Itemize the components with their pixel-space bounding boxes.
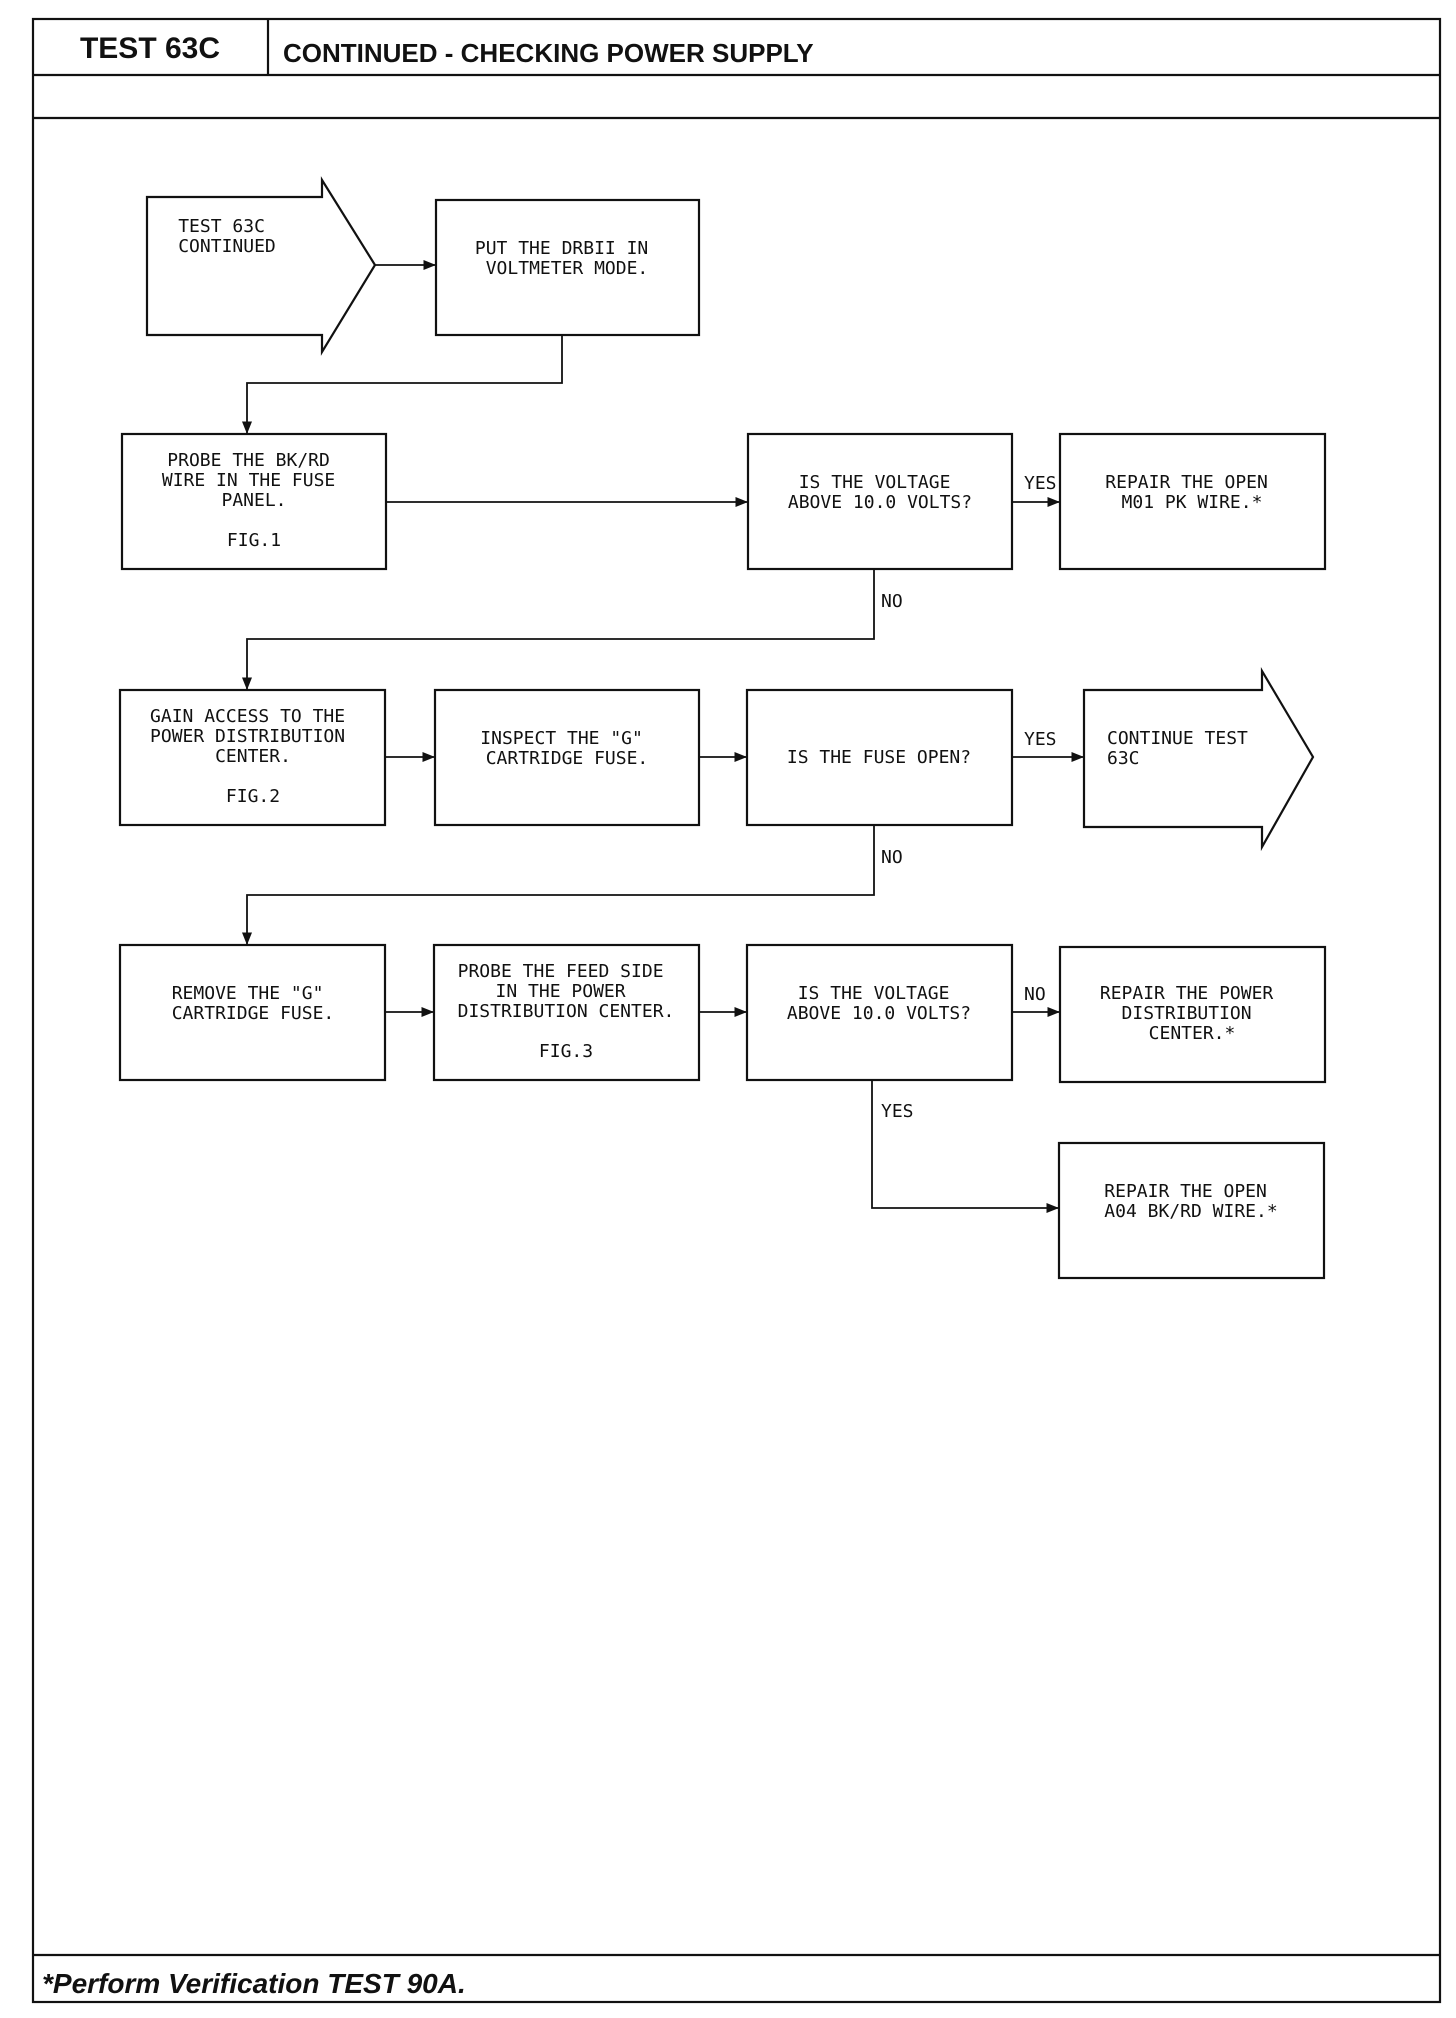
remove-g-box — [118, 943, 387, 1082]
label-q3-no: NO — [1024, 984, 1046, 1005]
node-repair-m01-text: REPAIR THE OPEN M01 PK WIRE.* — [1105, 472, 1278, 513]
start-arrow-shape — [145, 176, 377, 356]
node-continue-test-text: CONTINUE TEST 63C — [1107, 728, 1259, 769]
q-fuse-open-box — [745, 688, 1014, 827]
repair-a04-box — [1057, 1141, 1326, 1280]
probe-bkrd-box — [120, 432, 388, 571]
edge-q3-yes — [871, 1080, 1059, 1214]
label-q1-yes: YES — [1024, 473, 1057, 494]
node-q-voltage-2-text: IS THE VOLTAGE ABOVE 10.0 VOLTS? — [787, 983, 971, 1024]
node-put-drbii-text: PUT THE DRBII IN VOLTMETER MODE. — [475, 238, 659, 279]
edge-q2-no — [241, 825, 875, 945]
label-q2-yes: YES — [1024, 729, 1057, 750]
node-q-voltage-1-text: IS THE VOLTAGE ABOVE 10.0 VOLTS? — [788, 472, 972, 513]
continue-test-arrow-shape — [1082, 666, 1315, 852]
repair-pdc-box — [1058, 945, 1327, 1084]
gain-access-box — [118, 688, 387, 827]
node-gain-access-text: GAIN ACCESS TO THE POWER DISTRIBUTION CE… — [150, 706, 356, 767]
node-probe-feed-fig: FIG.3 — [539, 1041, 593, 1062]
page-frame — [31, 17, 1442, 2004]
label-q1-no: NO — [881, 591, 903, 612]
label-q3-yes: YES — [881, 1101, 914, 1122]
edge-put-to-probe — [241, 335, 563, 434]
node-probe-bkrd-text: PROBE THE BK/RD WIRE IN THE FUSE PANEL. — [162, 450, 346, 511]
node-inspect-g-text: INSPECT THE "G" CARTRIDGE FUSE. — [480, 728, 653, 769]
node-gain-access-fig: FIG.2 — [226, 786, 280, 807]
node-repair-a04-text: REPAIR THE OPEN A04 BK/RD WIRE.* — [1104, 1181, 1277, 1222]
put-drbii-box — [434, 198, 701, 337]
node-probe-bkrd-fig: FIG.1 — [227, 530, 281, 551]
node-start-text: TEST 63C CONTINUED — [178, 216, 276, 257]
node-repair-pdc-text: REPAIR THE POWER DISTRIBUTION CENTER.* — [1100, 983, 1284, 1044]
node-probe-feed-text: PROBE THE FEED SIDE IN THE POWER DISTRIB… — [458, 961, 675, 1022]
node-q-fuse-open-text: IS THE FUSE OPEN? — [787, 747, 971, 768]
probe-feed-box — [432, 943, 701, 1082]
node-remove-g-text: REMOVE THE "G" CARTRIDGE FUSE. — [172, 983, 335, 1024]
edge-q1-no — [241, 569, 875, 690]
label-q2-no: NO — [881, 847, 903, 868]
repair-m01-box — [1058, 432, 1327, 571]
footer-note: *Perform Verification TEST 90A. — [42, 1968, 466, 1999]
page-title: CONTINUED - CHECKING POWER SUPPLY — [283, 38, 814, 68]
test-id: TEST 63C — [80, 32, 220, 65]
